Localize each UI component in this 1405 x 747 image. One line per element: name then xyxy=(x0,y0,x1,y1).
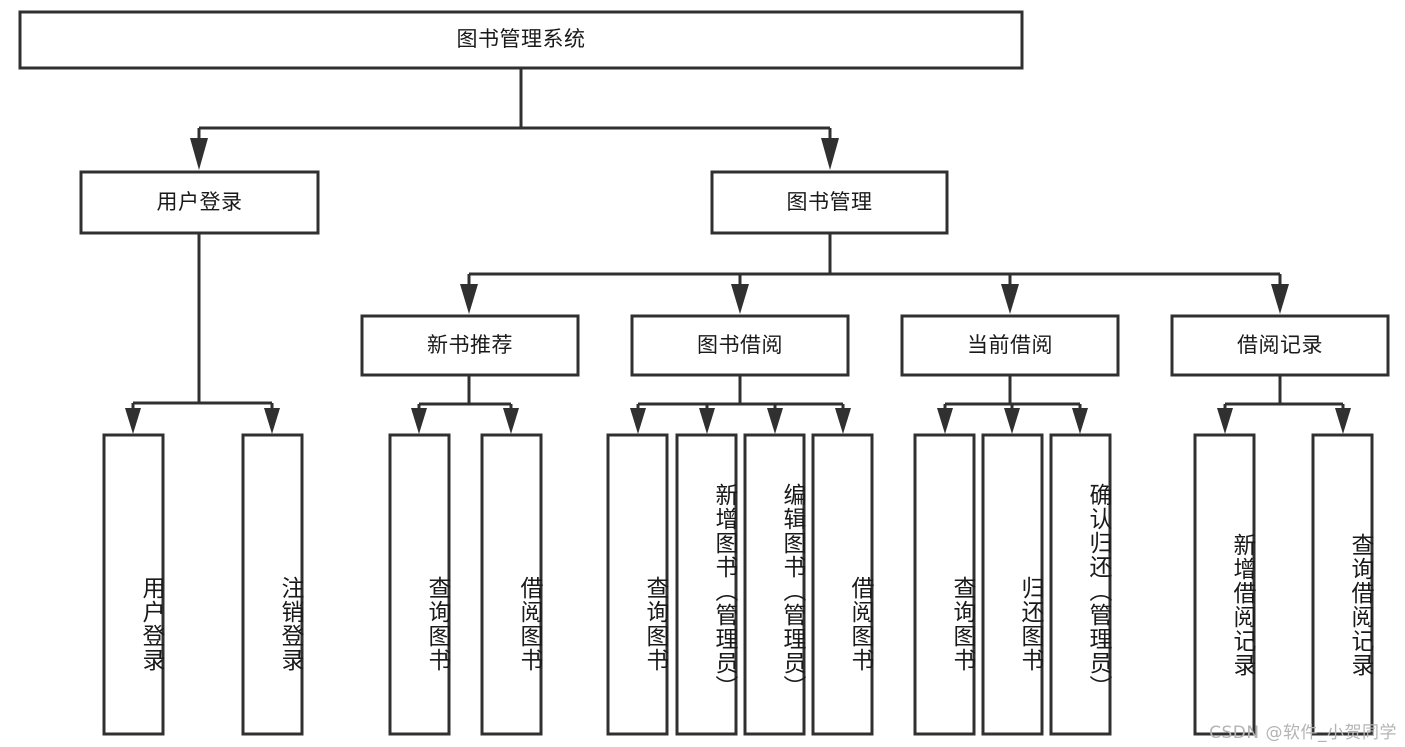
node-box-leaf-add-book[interactable] xyxy=(675,433,738,736)
connector-group-root xyxy=(190,69,839,170)
node-box-leaf-edit-book[interactable] xyxy=(743,433,806,736)
connector-group-borrow-record xyxy=(1217,375,1351,434)
node-box-leaf-query-record[interactable] xyxy=(1311,433,1374,736)
node-box-book-borrow[interactable] xyxy=(630,314,850,377)
node-box-leaf-query-book-2[interactable] xyxy=(606,433,669,736)
arrow-head-user-login xyxy=(190,138,208,170)
node-box-leaf-return-book[interactable] xyxy=(981,433,1044,736)
arrow-head-borrow-record xyxy=(1271,284,1289,314)
arrow-head-leaf-return-book xyxy=(1004,408,1020,434)
arrow-head-book-management xyxy=(821,138,839,170)
node-box-leaf-confirm-return[interactable] xyxy=(1049,433,1112,736)
arrow-head-leaf-borrow-book-2 xyxy=(835,408,851,434)
arrow-head-leaf-query-record xyxy=(1335,408,1351,434)
node-box-user-login[interactable] xyxy=(79,170,320,235)
arrow-head-leaf-add-book xyxy=(699,408,715,434)
arrow-head-leaf-query-book-3 xyxy=(937,408,953,434)
connector-group-current-borrow xyxy=(937,375,1088,434)
connector-group-user-login xyxy=(125,233,280,434)
connector-group-new-book-recommend xyxy=(411,375,519,434)
node-box-leaf-add-record[interactable] xyxy=(1193,433,1256,736)
node-box-leaf-user-login[interactable] xyxy=(102,433,165,736)
arrow-head-book-borrow xyxy=(731,284,749,314)
node-box-leaf-borrow-book-1[interactable] xyxy=(480,433,543,736)
arrow-head-leaf-query-book-1 xyxy=(411,408,427,434)
node-box-new-book-recommend[interactable] xyxy=(360,314,580,377)
connector-group-book-borrow xyxy=(630,375,851,434)
node-box-current-borrow[interactable] xyxy=(900,314,1120,377)
connector-group-book-management xyxy=(460,233,1289,314)
node-box-leaf-logout-login[interactable] xyxy=(241,433,304,736)
arrow-head-current-borrow xyxy=(1001,284,1019,314)
node-box-borrow-record[interactable] xyxy=(1170,314,1390,377)
csdn-watermark: CSDN @软件_小贺同学 xyxy=(1209,723,1397,743)
node-box-leaf-query-book-3[interactable] xyxy=(913,433,976,736)
arrow-head-leaf-borrow-book-1 xyxy=(503,408,519,434)
node-box-book-management[interactable] xyxy=(710,170,949,235)
arrow-head-leaf-user-login xyxy=(125,408,141,434)
arrow-head-leaf-add-record xyxy=(1217,408,1233,434)
node-box-leaf-borrow-book-2[interactable] xyxy=(811,433,874,736)
arrow-head-new-book-recommend xyxy=(460,284,478,314)
arrow-head-leaf-logout-login xyxy=(264,408,280,434)
node-box-leaf-query-book-1[interactable] xyxy=(388,433,451,736)
arrow-head-leaf-confirm-return xyxy=(1072,408,1088,434)
arrow-head-leaf-query-book-2 xyxy=(630,408,646,434)
arrow-head-leaf-edit-book xyxy=(767,408,783,434)
node-box-root[interactable] xyxy=(18,10,1024,70)
